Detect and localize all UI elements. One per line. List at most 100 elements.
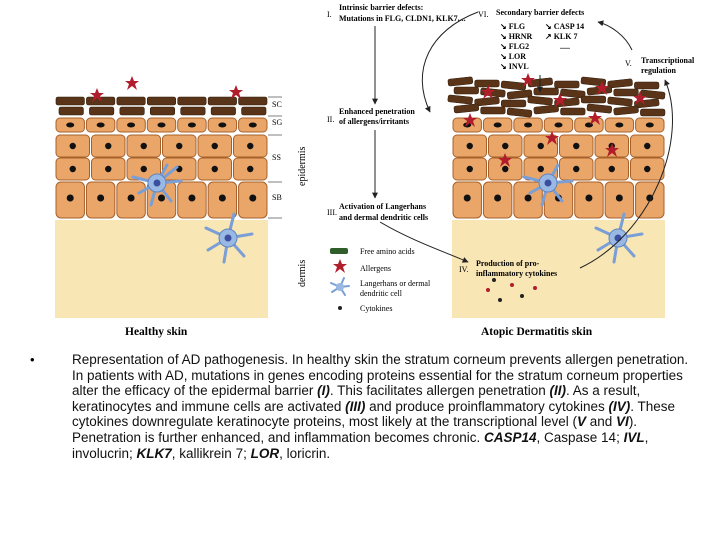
cell-nucleus <box>524 122 533 128</box>
ad-keratinocytes <box>452 117 665 219</box>
cell-nucleus <box>218 122 227 128</box>
ad-cytokines <box>486 278 537 302</box>
cell-nucleus <box>247 142 254 150</box>
allergen-icon <box>545 131 559 145</box>
allergen-icon <box>463 113 477 127</box>
step-text: Production of pro- <box>476 259 540 268</box>
caption-segment: Representation of AD pathogenesis. In he… <box>72 352 689 399</box>
corneocyte <box>474 79 500 88</box>
cell-nucleus <box>247 165 254 173</box>
caption-ref: (III) <box>345 398 366 414</box>
caption-ref: (II) <box>549 383 567 399</box>
cell-nucleus <box>140 165 147 173</box>
corneocyte <box>453 103 480 114</box>
allergen-icon <box>595 81 609 95</box>
legend-label: Langerhans or dermal <box>360 279 431 288</box>
cytokine-dot <box>486 288 490 292</box>
layer-label-sc: SC <box>272 100 282 109</box>
legend-langerhans: Langerhans or dermal dendritic cell <box>330 277 431 298</box>
corneocyte <box>533 104 559 115</box>
cell-nucleus <box>127 122 136 128</box>
dermis-label: dermis <box>297 260 308 287</box>
cell-nucleus <box>466 142 473 150</box>
cytokine-dot <box>498 298 502 302</box>
corneocyte <box>180 106 206 116</box>
gene-item: ..... <box>560 42 570 51</box>
legend-label: dendritic cell <box>360 289 403 298</box>
legend-label: Cytokines <box>360 304 392 313</box>
cell-nucleus <box>140 142 147 150</box>
cytokine-dot <box>520 294 524 298</box>
cell-nucleus <box>211 142 218 150</box>
corneocyte <box>116 96 146 106</box>
dermal-dendritic-cell <box>594 212 644 264</box>
epidermis-label: epidermis <box>297 146 308 186</box>
corneocyte <box>560 107 586 116</box>
corneocyte <box>586 103 613 114</box>
step-ii: II. Enhanced penetration of allergens/ir… <box>327 107 415 126</box>
cell-nucleus <box>646 194 654 202</box>
step-text: Mutations in FLG, CLDN1, KLK7,... <box>339 14 466 23</box>
layer-label-ss: SS <box>272 153 281 162</box>
arrow-vi-to-ii <box>421 11 479 113</box>
dermal-dendritic-cell <box>204 212 254 264</box>
corneocyte <box>177 96 207 106</box>
caption-segment: and produce proinflammatory cytokines <box>365 398 609 414</box>
caption-gene: LOR <box>250 445 280 461</box>
cell-nucleus <box>615 194 623 202</box>
cell-nucleus <box>645 122 654 128</box>
step-number: III. <box>327 208 337 217</box>
gene-item: ↘ CASP 14 <box>545 22 584 31</box>
cell-nucleus <box>211 165 218 173</box>
corneocyte <box>554 80 580 89</box>
step-number: I. <box>327 10 332 19</box>
corneocyte <box>506 107 533 118</box>
allergen-icon <box>125 76 139 90</box>
step-title: Secondary barrier defects <box>496 8 584 17</box>
corneocyte <box>241 106 267 116</box>
cell-nucleus <box>494 194 502 202</box>
healthy-allergens <box>90 76 243 102</box>
caption-ref: (IV) <box>608 398 631 414</box>
cytokine-dot <box>492 278 496 282</box>
cell-nucleus <box>537 165 544 173</box>
cell-nucleus <box>644 142 651 150</box>
step-text: Activation of Langerhans <box>339 202 426 211</box>
gene-item: ↘ LOR <box>500 52 526 61</box>
step-text: regulation <box>641 66 677 75</box>
cell-nucleus <box>66 194 74 202</box>
allergen-icon <box>553 93 567 107</box>
allergen-icon <box>90 88 104 102</box>
cell-nucleus <box>187 122 196 128</box>
step-iii: III. Activation of Langerhans and dermal… <box>327 202 428 222</box>
arrow-iii-to-iv <box>379 221 469 263</box>
allergen-icon <box>633 91 647 105</box>
cell-nucleus <box>157 122 166 128</box>
corneocyte <box>607 96 633 107</box>
caption-segment: , involucrin; <box>72 429 649 461</box>
cell-nucleus <box>158 194 165 202</box>
cell-nucleus <box>66 122 75 128</box>
corneocyte <box>613 88 639 97</box>
cell-nucleus <box>105 142 112 150</box>
cell-nucleus <box>248 122 257 128</box>
step-number: VI. <box>478 10 488 19</box>
corneocyte <box>634 81 660 90</box>
ad-langerhans-cells <box>522 163 644 264</box>
step-text: Transcriptional <box>641 56 695 65</box>
ad-stratum-corneum <box>447 76 666 118</box>
corneocyte <box>527 95 553 106</box>
caption-segment: , Caspase 14; <box>536 429 624 445</box>
corneocyte <box>58 106 84 116</box>
corneocyte <box>447 94 473 105</box>
corneocyte <box>146 96 177 106</box>
cell-nucleus <box>463 194 471 202</box>
step-iv: IV. Production of pro- inflammatory cyto… <box>459 259 557 278</box>
corneocyte <box>207 96 237 106</box>
cell-nucleus <box>127 194 135 202</box>
corneocyte <box>560 88 586 99</box>
corneocyte <box>119 106 145 116</box>
healthy-langerhans-cells <box>131 163 254 264</box>
step-number: IV. <box>459 265 468 274</box>
cell-nucleus <box>188 194 196 202</box>
